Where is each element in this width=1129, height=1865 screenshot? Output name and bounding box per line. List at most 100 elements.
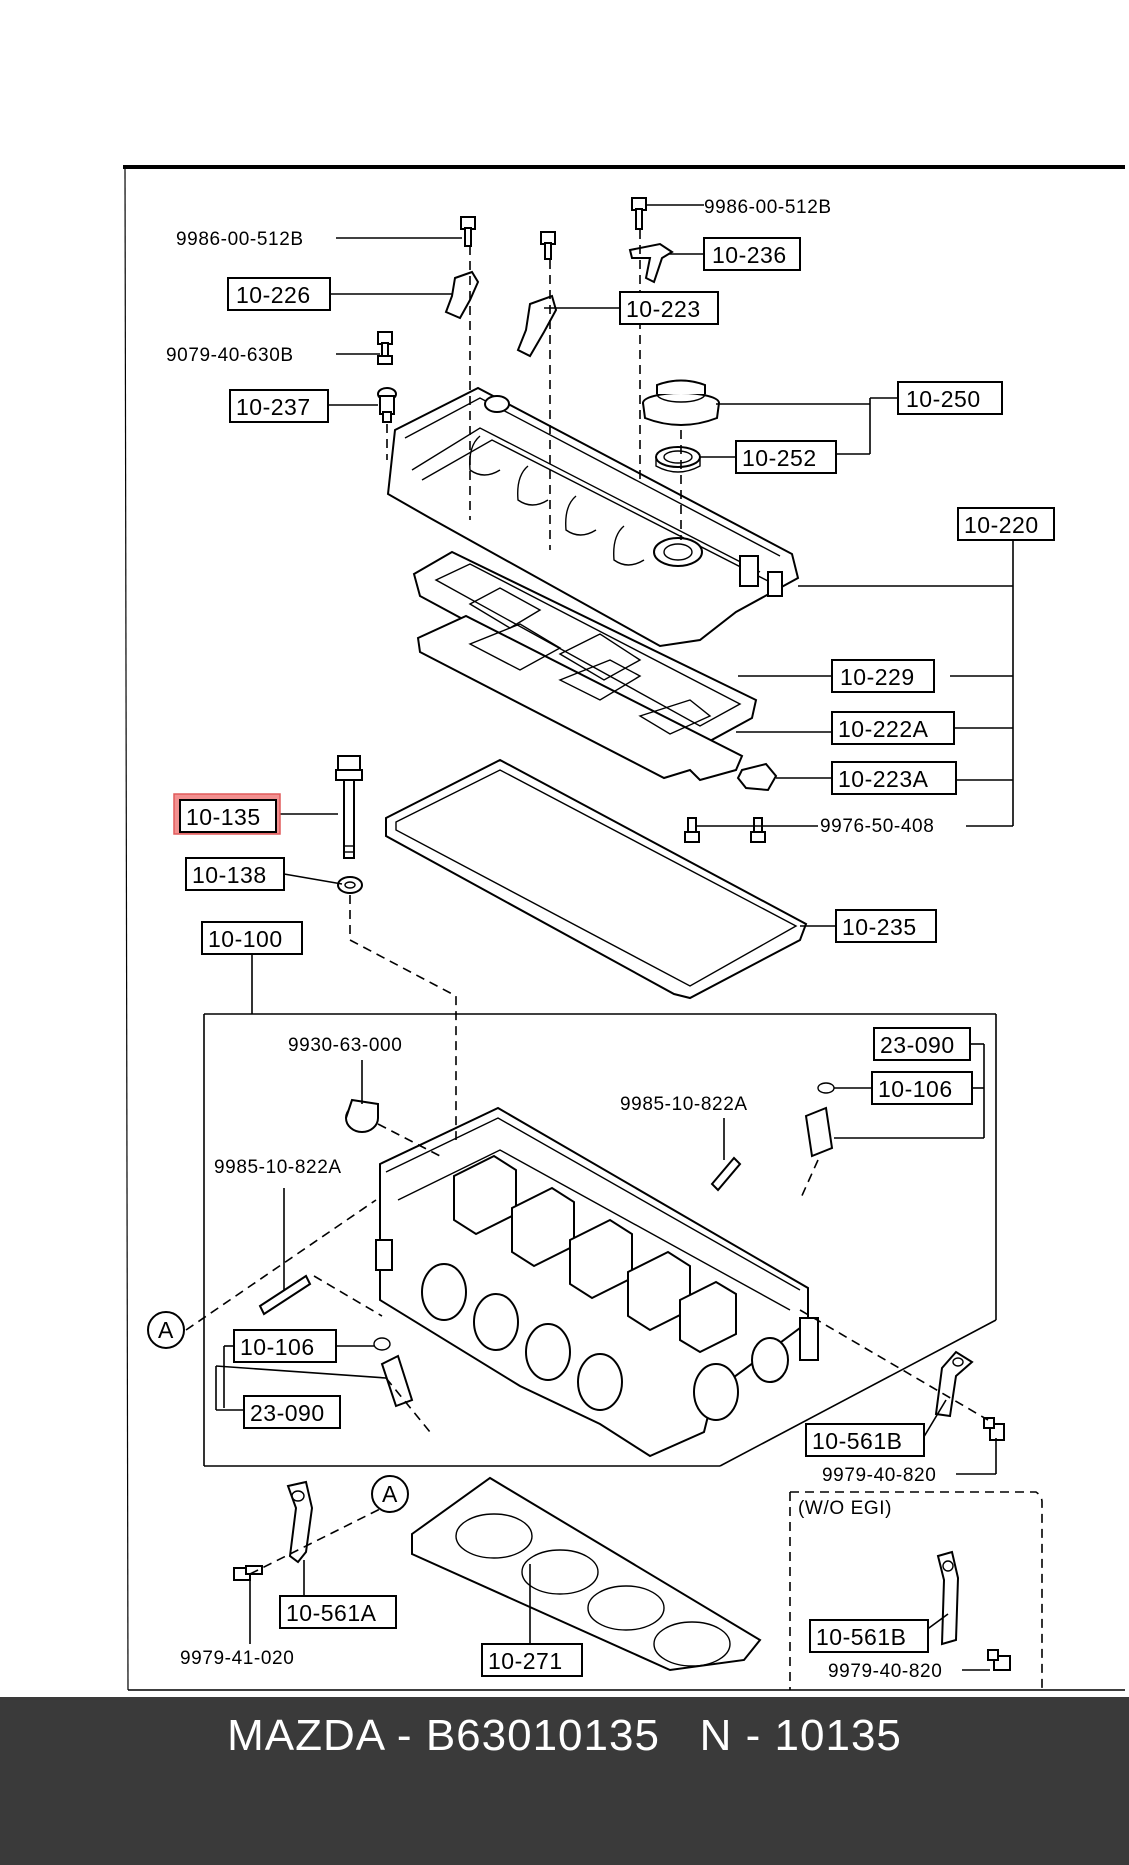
head-bolt-10-135 [335,755,363,859]
svg-text:10-223: 10-223 [626,296,701,322]
bolt-9979-41 [233,1565,263,1581]
svg-text:A: A [382,1481,398,1507]
svg-text:10-561A: 10-561A [286,1600,377,1626]
box-10-222a: 10-222A [831,711,955,745]
box-10-250: 10-250 [897,381,1003,415]
svg-text:10-271: 10-271 [488,1648,563,1674]
svg-text:10-561B: 10-561B [812,1428,902,1454]
svg-text:10-237: 10-237 [236,394,311,420]
guide-23-090-left [380,1354,414,1408]
circle-a-upper: A [147,1311,185,1349]
svg-text:10-252: 10-252 [742,445,817,471]
bolt-center-upper [540,231,556,260]
svg-text:10-106: 10-106 [240,1334,315,1360]
footer-bar: MAZDA - B63010135 N - 10135 [0,1697,1129,1865]
hook-10-561a [286,1480,314,1564]
footer-catalog-number: 10135 [774,1711,902,1760]
footer-brand: MAZDA [227,1711,384,1760]
box-10-106-left: 10-106 [233,1329,337,1363]
label-9986-left: 9986-00-512B [176,229,304,250]
bolt-9079 [377,331,393,365]
box-10-223: 10-223 [619,291,719,325]
box-10-226: 10-226 [227,277,331,311]
label-9979-40-lower: 9979-40-820 [828,1661,942,1682]
grommet-10-237 [377,387,397,423]
guide-23-090-right [804,1106,834,1158]
box-10-236: 10-236 [703,237,801,271]
svg-text:10-220: 10-220 [964,512,1039,538]
hook-10-561b-upper [934,1350,974,1418]
footer-separator-2: - [745,1711,762,1760]
box-23-090-right: 23-090 [873,1027,971,1061]
bolt-left-upper [460,216,476,247]
stud-9985-left [258,1274,312,1316]
box-10-135-highlighted[interactable]: 10-135 [173,793,281,835]
svg-text:10-235: 10-235 [842,914,917,940]
box-10-561a: 10-561A [279,1595,397,1629]
cover-gasket-10-235 [385,758,808,1000]
frame-left-line [124,166,129,1691]
leader-lines [203,204,1014,1671]
footer-separator: - [396,1711,413,1760]
footer-catalog-prefix: N [699,1711,733,1760]
label-9985-left: 9985-10-822A [214,1157,342,1178]
bolt-9979-40-upper [983,1417,1005,1441]
plate-10-223a [736,762,778,792]
oil-filler-cap [642,379,720,426]
bracket-10-236 [628,242,674,284]
box-10-138: 10-138 [185,857,285,891]
svg-text:A: A [158,1317,174,1343]
label-9979-41: 9979-41-020 [180,1648,294,1669]
svg-text:10-138: 10-138 [192,862,267,888]
box-10-271: 10-271 [481,1643,583,1677]
baffle-plate-10-222a [416,614,744,782]
svg-text:10-135: 10-135 [186,804,261,830]
bracket-10-226 [444,270,480,320]
footer-caption: MAZDA - B63010135 N - 10135 [0,1711,1129,1761]
circle-a-lower: A [371,1475,409,1513]
clip-10-106-left [373,1337,391,1351]
svg-text:10-222A: 10-222A [838,716,929,742]
svg-text:23-090: 23-090 [250,1400,325,1426]
hook-10-561b-lower [936,1550,960,1646]
svg-text:10-236: 10-236 [712,242,787,268]
svg-text:10-561B: 10-561B [816,1624,906,1650]
box-10-235: 10-235 [835,909,937,943]
plug-9930 [345,1098,379,1133]
label-9079: 9079-40-630B [166,345,294,366]
svg-text:10-223A: 10-223A [838,766,929,792]
washer-10-138 [337,876,363,894]
stud-9985-right [710,1156,742,1192]
box-10-229: 10-229 [831,659,935,693]
box-10-100: 10-100 [201,921,303,955]
box-10-252: 10-252 [735,440,837,474]
box-10-561b-upper: 10-561B [805,1423,925,1457]
box-10-561b-lower: 10-561B [809,1619,929,1653]
cylinder-head [375,1106,819,1458]
label-9985-right: 9985-10-822A [620,1094,748,1115]
svg-text:10-229: 10-229 [840,664,915,690]
box-10-223a: 10-223A [831,761,957,795]
bracket-10-223 [516,294,558,358]
svg-text:10-106: 10-106 [878,1076,953,1102]
screws-9976 [684,817,766,843]
bolt-9979-40-lower [987,1649,1011,1671]
svg-text:23-090: 23-090 [880,1032,955,1058]
cap-seal-10-252 [655,446,701,473]
clip-10-106-right [817,1082,835,1094]
svg-text:10-226: 10-226 [236,282,311,308]
parts-diagram: 9986-00-512B 9986-00-512B 9079-40-630B 9… [123,165,1125,1691]
label-9979-40-upper: 9979-40-820 [822,1465,936,1486]
dashed-lines [185,230,1043,1690]
bolt-top-center [631,197,647,230]
box-10-237: 10-237 [229,389,329,423]
svg-text:10-250: 10-250 [906,386,981,412]
head-gasket-10-271 [411,1476,762,1672]
svg-text:10-100: 10-100 [208,926,283,952]
footer-part-number: B63010135 [425,1711,660,1760]
valve-cover [386,386,800,648]
box-10-220: 10-220 [957,507,1055,541]
label-9976: 9976-50-408 [820,816,934,837]
box-23-090-left: 23-090 [243,1395,341,1429]
box-10-106-right: 10-106 [871,1071,973,1105]
